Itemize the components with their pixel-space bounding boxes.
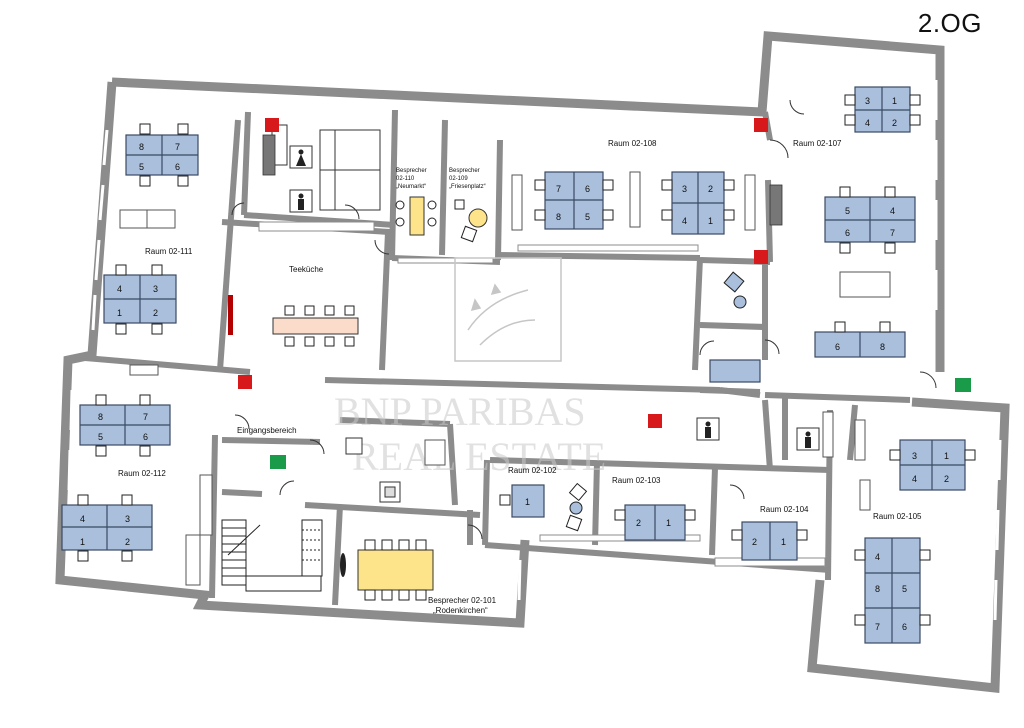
svg-text:8: 8	[98, 412, 103, 422]
fire-extinguisher-signs	[238, 118, 768, 428]
svg-text:5: 5	[902, 584, 907, 594]
room-label-eingang: Eingangsbereich	[237, 426, 297, 435]
svg-text:1: 1	[117, 308, 122, 318]
meeting-tables	[272, 196, 488, 591]
svg-text:6: 6	[902, 622, 907, 632]
door-swings	[231, 99, 937, 540]
svg-text:1: 1	[892, 96, 897, 106]
svg-text:2: 2	[752, 537, 757, 547]
svg-text:6: 6	[143, 432, 148, 442]
desk-numbers: 8 7 5 6 4 3 1 2 8 7 5 6 4 3 1 2 7 6 8 5 3 2 4 1 3 1 4…	[80, 96, 949, 632]
room-label-102: Raum 02-102	[508, 466, 557, 475]
svg-text:1: 1	[944, 451, 949, 461]
room-label-104: Raum 02-104	[760, 505, 809, 514]
svg-text:1: 1	[781, 537, 786, 547]
svg-text:2: 2	[153, 308, 158, 318]
svg-text:4: 4	[80, 514, 85, 524]
emergency-exit-signs	[270, 378, 971, 469]
svg-text:7: 7	[875, 622, 880, 632]
svg-text:5: 5	[845, 206, 850, 216]
svg-text:2: 2	[944, 474, 949, 484]
svg-text:7: 7	[556, 184, 561, 194]
watermark-line2: REAL ESTATE	[352, 434, 606, 479]
svg-text:5: 5	[585, 212, 590, 222]
svg-text:1: 1	[80, 537, 85, 547]
meeting-110-label-2: 02-110	[396, 176, 415, 182]
coffee-machine	[345, 437, 401, 503]
svg-text:8: 8	[556, 212, 561, 222]
svg-text:5: 5	[98, 432, 103, 442]
svg-text:7: 7	[143, 412, 148, 422]
room-label-105: Raum 02-105	[873, 512, 922, 521]
kitchen-element	[228, 295, 233, 335]
svg-text:3: 3	[682, 184, 687, 194]
room-label-teekueche: Teeküche	[289, 265, 324, 274]
wc-icons	[271, 124, 820, 451]
cabinets	[119, 171, 891, 586]
chairs	[77, 94, 976, 626]
svg-text:8: 8	[875, 584, 880, 594]
svg-text:4: 4	[865, 118, 870, 128]
svg-text:6: 6	[845, 228, 850, 238]
meeting-101-label-1: Besprecher 02-101	[428, 596, 497, 605]
meeting-110-label-1: Besprecher	[396, 168, 427, 174]
room-label-112: Raum 02-112	[118, 469, 166, 478]
svg-text:2: 2	[708, 184, 713, 194]
window-ledges	[258, 221, 826, 567]
meeting-101-label-2: „Rodenkirchen“	[433, 606, 488, 615]
svg-text:5: 5	[139, 162, 144, 172]
svg-text:8: 8	[139, 142, 144, 152]
watermark-line1: BNP PARIBAS	[334, 389, 586, 434]
meeting-chairs	[284, 199, 747, 601]
svg-text:3: 3	[912, 451, 917, 461]
svg-text:2: 2	[125, 537, 130, 547]
windows	[65, 80, 1002, 621]
room-label-108: Raum 02-108	[608, 139, 657, 148]
svg-text:4: 4	[875, 552, 880, 562]
meeting-110-label-3: „Neumarkt“	[396, 184, 426, 190]
atrium	[454, 257, 562, 362]
svg-text:6: 6	[585, 184, 590, 194]
svg-text:4: 4	[682, 216, 687, 226]
svg-text:7: 7	[175, 142, 180, 152]
meeting-109-label-1: Besprecher	[449, 168, 480, 174]
floor-label: 2.OG	[917, 8, 982, 38]
svg-text:1: 1	[708, 216, 713, 226]
outer-walls	[55, 31, 1010, 693]
lockers	[262, 134, 783, 226]
stairs	[221, 519, 323, 592]
svg-text:4: 4	[890, 206, 895, 216]
screen-icon	[340, 553, 346, 577]
svg-text:1: 1	[525, 497, 530, 507]
svg-text:3: 3	[865, 96, 870, 106]
svg-text:8: 8	[880, 342, 885, 352]
svg-text:6: 6	[835, 342, 840, 352]
svg-text:1: 1	[666, 518, 671, 528]
desks	[61, 86, 966, 644]
svg-text:3: 3	[153, 284, 158, 294]
meeting-109-label-3: „Friesenplatz“	[449, 184, 486, 190]
svg-text:3: 3	[125, 514, 130, 524]
meeting-109-label-2: 02-109	[449, 176, 468, 182]
svg-text:2: 2	[892, 118, 897, 128]
svg-text:6: 6	[175, 162, 180, 172]
room-label-111: Raum 02-111	[145, 247, 193, 256]
svg-text:2: 2	[636, 518, 641, 528]
svg-text:7: 7	[890, 228, 895, 238]
room-label-103: Raum 02-103	[612, 476, 661, 485]
svg-text:4: 4	[117, 284, 122, 294]
room-label-107: Raum 02-107	[793, 139, 842, 148]
svg-text:4: 4	[912, 474, 917, 484]
